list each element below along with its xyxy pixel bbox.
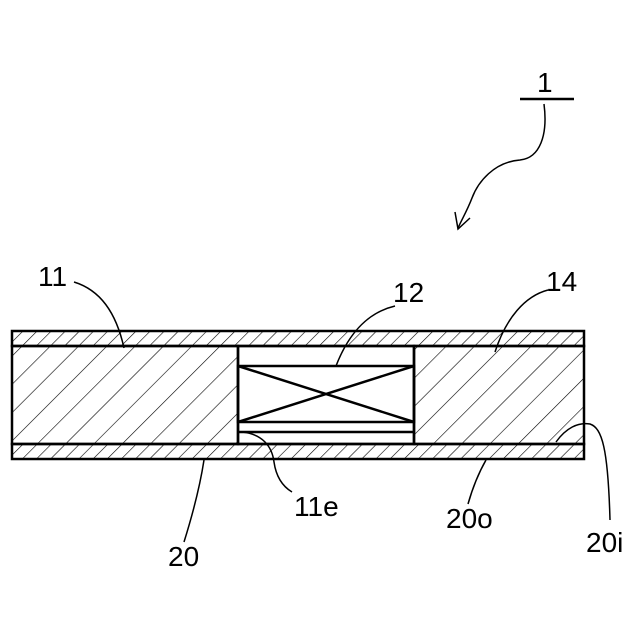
leader-20 (184, 460, 204, 542)
label-layer-12: 12 (393, 277, 424, 308)
label-assembly-1: 1 (537, 67, 553, 98)
label-layer-11: 11 (38, 261, 67, 292)
bottom-sheet (12, 444, 584, 459)
leader-11e (242, 432, 292, 492)
label-surface-20i: 20i (586, 527, 623, 558)
label-layer-14: 14 (546, 266, 577, 297)
right-core-block (414, 346, 584, 444)
label-sheet-20: 20 (168, 541, 199, 572)
arrow-head-icon (455, 212, 470, 229)
central-cavity (238, 346, 414, 444)
label-edge-11e: 11e (294, 491, 339, 522)
leader-20o (468, 460, 486, 504)
left-core-block (12, 346, 238, 444)
assembly-reference (455, 99, 574, 229)
label-surface-20o: 20o (446, 503, 493, 534)
